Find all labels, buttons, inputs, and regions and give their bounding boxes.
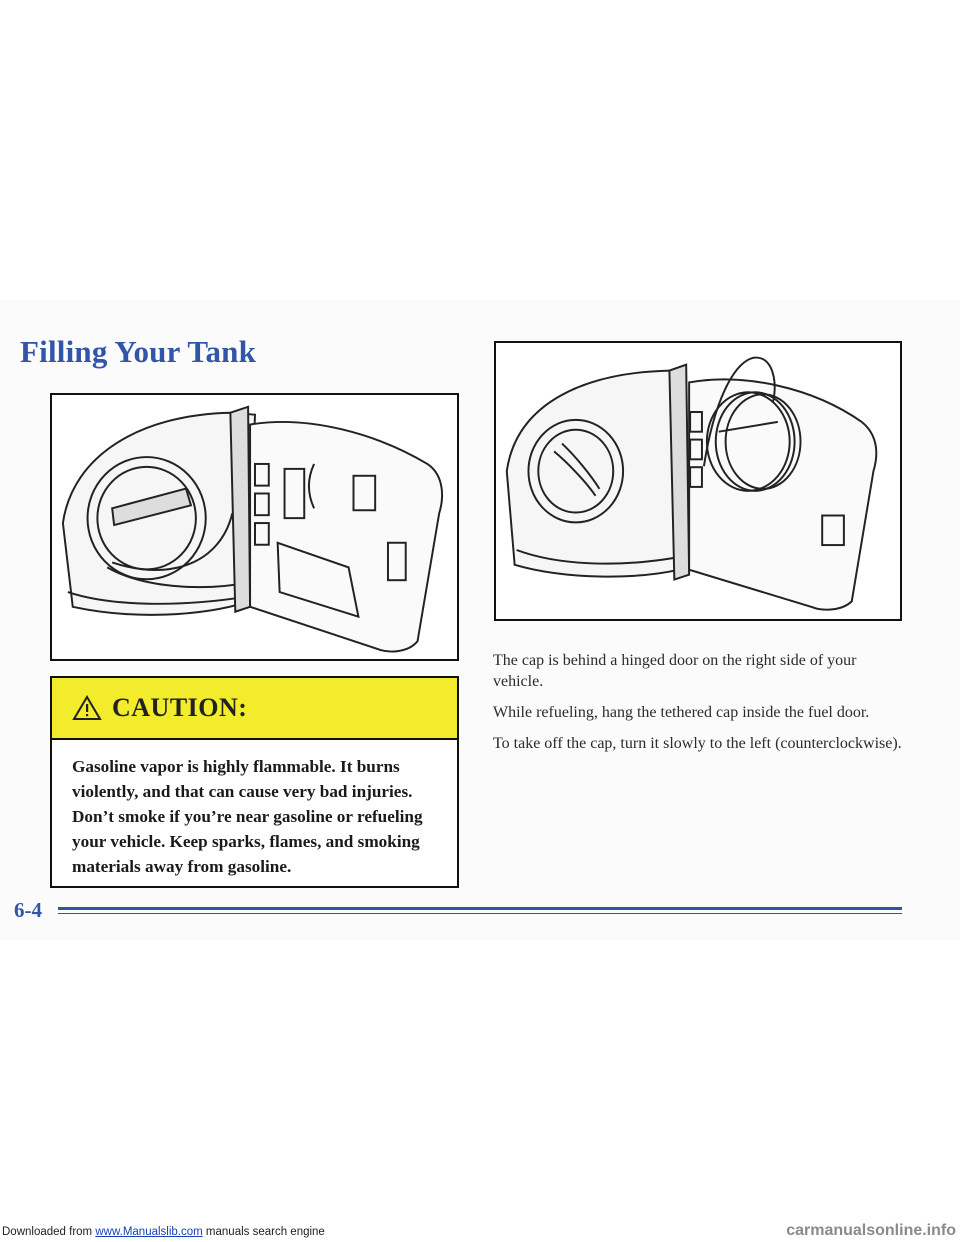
- caution-box: CAUTION: Gasoline vapor is highly flamma…: [50, 676, 459, 888]
- page-number: 6-4: [14, 898, 42, 922]
- caution-line: violently, and that can cause very bad i…: [72, 782, 413, 801]
- instructions-text: The cap is behind a hinged door on the r…: [493, 650, 903, 764]
- caution-line: materials away from gasoline.: [72, 857, 292, 876]
- paragraph: The cap is behind a hinged door on the r…: [493, 652, 857, 690]
- caution-line: Gasoline vapor is highly flammable. It b…: [72, 757, 400, 776]
- footer-rule: [58, 907, 902, 910]
- paragraph: To take off the cap, turn it slowly to t…: [493, 735, 902, 752]
- paragraph: While refueling, hang the tethered cap i…: [493, 704, 870, 721]
- fuel-cap-illustration: [494, 341, 902, 621]
- caution-line: your vehicle. Keep sparks, flames, and s…: [72, 832, 420, 851]
- fuel-door-open-icon: [61, 405, 443, 653]
- download-banner: Downloaded from www.Manualslib.com manua…: [2, 1226, 325, 1238]
- caution-header: CAUTION:: [52, 678, 457, 740]
- warning-triangle-icon: [72, 695, 102, 720]
- watermark: carmanualsonline.info: [786, 1222, 956, 1239]
- download-prefix: Downloaded from: [2, 1226, 93, 1238]
- caution-title: CAUTION:: [112, 693, 248, 722]
- footer-rule-thin: [58, 913, 902, 914]
- caution-line: Don’t smoke if you’re near gasoline or r…: [72, 807, 423, 826]
- caution-text: Gasoline vapor is highly flammable. It b…: [52, 740, 457, 879]
- fuel-cap-tethered-icon: [505, 356, 878, 611]
- manualslib-link[interactable]: www.Manualslib.com: [95, 1226, 203, 1238]
- download-suffix: manuals search engine: [205, 1226, 325, 1238]
- page-title: Filling Your Tank: [20, 334, 257, 369]
- fuel-door-illustration: [50, 393, 459, 661]
